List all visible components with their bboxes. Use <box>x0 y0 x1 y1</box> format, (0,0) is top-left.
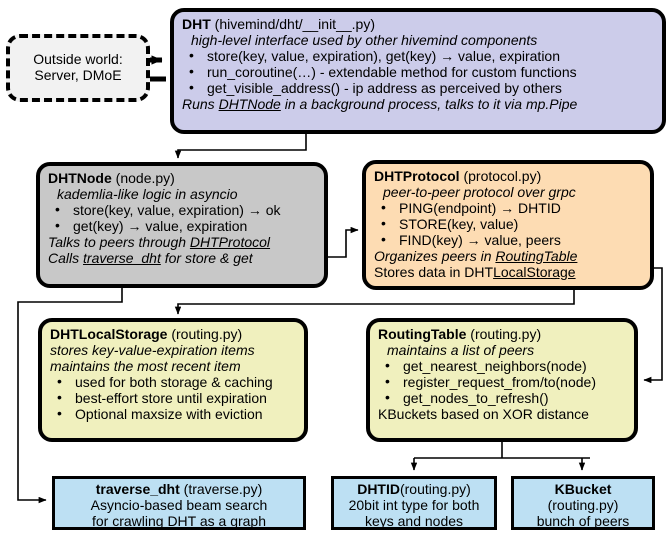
node-dhtnode[interactable]: DHTNode (node.py) kademlia-like logic in… <box>36 162 328 288</box>
localstorage-title: DHTLocalStorage <box>50 326 168 342</box>
dhtprotocol-header: DHTProtocol (protocol.py) <box>374 168 643 185</box>
dhtid-line-2: 20bit int type for both <box>348 496 480 513</box>
kbucket-title: KBucket <box>554 481 612 497</box>
localstorage-subtitle-2: maintains the most recent item <box>50 357 241 374</box>
node-dhtlocalstorage[interactable]: DHTLocalStorage (routing.py) stores key-… <box>38 318 308 442</box>
routingtable-bullet-1: register_request_from/to(node) <box>378 374 627 391</box>
dhtnode-header: DHTNode (node.py) <box>48 170 317 187</box>
dhtnode-link-traverse-dht[interactable]: traverse_dht <box>83 249 161 266</box>
dhtnode-subtitle: kademlia-like logic in asyncio <box>57 185 238 202</box>
outside-world-line2: Server, DMoE <box>34 67 122 83</box>
node-kbucket[interactable]: KBucket (routing.py) bunch of peers <box>511 476 655 530</box>
dhtnode-bullets: store(key, value, expiration) → ok get(k… <box>48 202 317 235</box>
localstorage-bullets: used for both storage & caching best-eff… <box>50 374 297 423</box>
routingtable-bullet-0: get_nearest_neighbors(node) <box>378 358 627 375</box>
edge-routingtable-to-leaves <box>410 442 590 471</box>
dht-footer-link-dhtnode[interactable]: DHTNode <box>218 95 281 112</box>
dhtprotocol-link-routingtable[interactable]: RoutingTable <box>495 247 578 264</box>
routingtable-file: (routing.py) <box>470 326 542 342</box>
dhtnode-bullet-1: get(key) → value, expiration <box>48 218 317 235</box>
dhtnode-file: (node.py) <box>115 170 175 186</box>
dht-bullet-2: get_visible_address() - ip address as pe… <box>182 80 655 97</box>
dhtid-header: DHTID(routing.py) <box>338 481 490 498</box>
dhtnode-link-dhtprotocol[interactable]: DHTProtocol <box>189 233 271 250</box>
routingtable-footer: KBuckets based on XOR distance <box>378 405 589 422</box>
dhtprotocol-footer1-pre: Organizes peers in <box>374 247 496 264</box>
kbucket-line-2: bunch of peers <box>536 512 630 529</box>
node-dhtid[interactable]: DHTID(routing.py) 20bit int type for bot… <box>331 476 497 530</box>
dhtprotocol-bullet-0: PING(endpoint) → DHTID <box>374 200 643 217</box>
localstorage-header: DHTLocalStorage (routing.py) <box>50 326 297 343</box>
node-dht[interactable]: DHT (hivemind/dht/__init__.py) high-leve… <box>170 8 666 134</box>
dht-bullet-1: run_coroutine(…) - extendable method for… <box>182 64 655 81</box>
localstorage-subtitle-1: stores key-value-expiration items <box>50 341 255 358</box>
routingtable-bullets: get_nearest_neighbors(node) register_req… <box>378 358 627 407</box>
dhtprotocol-bullet-1: STORE(key, value) <box>374 216 643 233</box>
kbucket-file: (routing.py) <box>547 496 619 513</box>
localstorage-file: (routing.py) <box>171 326 243 342</box>
dhtid-title: DHTID <box>357 481 400 497</box>
localstorage-bullet-1: best-effort store until expiration <box>50 390 297 407</box>
dht-title: DHT <box>182 16 211 32</box>
dhtprotocol-bullets: PING(endpoint) → DHTID STORE(key, value)… <box>374 200 643 249</box>
dhtnode-footer1-pre: Talks to peers through <box>48 233 190 250</box>
localstorage-bullet-2: Optional maxsize with eviction <box>50 406 297 423</box>
dhtprotocol-title: DHTProtocol <box>374 168 460 184</box>
edge-dht-to-dhtnode <box>174 134 307 159</box>
dhtid-line-3: keys and nodes <box>364 512 464 529</box>
routingtable-subtitle: maintains a list of peers <box>387 341 535 358</box>
edge-dhtprotocol-to-localstorage <box>174 290 575 315</box>
dhtnode-footer-2: Calls traverse_dht for store & get <box>48 249 317 267</box>
dhtprotocol-bullet-2: FIND(key) → value, peers <box>374 232 643 249</box>
routingtable-bullet-2: get_nodes_to_refresh() <box>378 390 627 407</box>
dht-subtitle: high-level interface used by other hivem… <box>191 31 538 48</box>
outside-world-line1: Outside world: <box>33 51 123 68</box>
dht-file: (hivemind/dht/__init__.py) <box>214 16 375 32</box>
traverse-file: (traverse.py) <box>183 481 263 497</box>
dhtnode-footer-1: Talks to peers through DHTProtocol <box>48 233 317 251</box>
dhtnode-title: DHTNode <box>48 170 112 186</box>
dhtprotocol-footer-2: Stores data in DHTLocalStorage <box>374 263 643 281</box>
dht-footer: Runs DHTNode in a background process, ta… <box>182 95 655 113</box>
edge-dhtnode-to-dhtprotocol <box>323 226 359 263</box>
routingtable-title: RoutingTable <box>378 326 467 342</box>
dht-bullets: store(key, value, expiration), get(key) … <box>182 48 655 97</box>
routingtable-header: RoutingTable (routing.py) <box>378 326 627 343</box>
traverse-line-2: Asyncio-based beam search <box>90 496 268 513</box>
localstorage-bullet-0: used for both storage & caching <box>50 374 297 391</box>
dhtprotocol-footer2-pre: Stores data in DHT <box>374 263 494 280</box>
traverse-line-3: for crawling DHT as a graph <box>91 512 267 529</box>
node-traverse-dht[interactable]: traverse_dht (traverse.py) Asyncio-based… <box>52 476 306 530</box>
dhtprotocol-file: (protocol.py) <box>463 168 542 184</box>
dht-footer-pre: Runs <box>182 95 219 112</box>
dht-footer-post: in a background process, talks to it via… <box>280 95 578 112</box>
node-dhtprotocol[interactable]: DHTProtocol (protocol.py) peer-to-peer p… <box>362 160 654 290</box>
dhtid-file: (routing.py) <box>399 481 471 497</box>
dhtprotocol-link-localstorage[interactable]: LocalStorage <box>493 263 576 280</box>
dht-header: DHT (hivemind/dht/__init__.py) <box>182 16 655 33</box>
dhtprotocol-footer-1: Organizes peers in RoutingTable <box>374 247 643 265</box>
traverse-title: traverse_dht <box>95 481 180 497</box>
dhtnode-footer2-post: for store & get <box>160 249 253 266</box>
dhtnode-footer2-pre: Calls <box>48 249 84 266</box>
traverse-header: traverse_dht (traverse.py) <box>59 481 299 498</box>
dhtprotocol-subtitle: peer-to-peer protocol over grpc <box>383 183 576 200</box>
node-outside-world[interactable]: Outside world: Server, DMoE <box>6 34 150 102</box>
dht-bullet-0: store(key, value, expiration), get(key) … <box>182 48 655 65</box>
node-routingtable[interactable]: RoutingTable (routing.py) maintains a li… <box>366 318 638 442</box>
dhtnode-bullet-0: store(key, value, expiration) → ok <box>48 202 317 219</box>
